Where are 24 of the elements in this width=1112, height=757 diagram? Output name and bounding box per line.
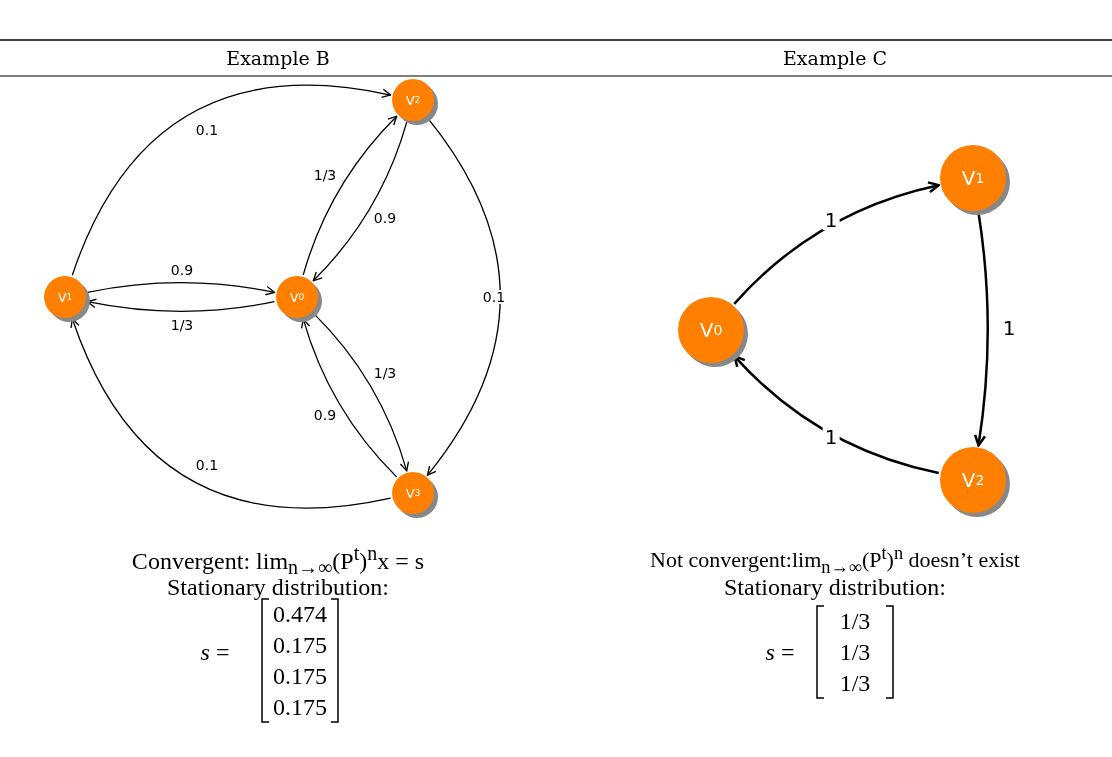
arrow xyxy=(312,121,408,282)
edge-label: 0.9 xyxy=(311,408,339,422)
caption-text: s = xyxy=(765,638,795,666)
edge-label: 0.9 xyxy=(371,211,399,225)
arrow xyxy=(733,181,940,305)
edge-label: 1 xyxy=(822,427,840,447)
caption-text: 0.175 xyxy=(273,662,327,690)
arrow xyxy=(71,84,392,276)
caption-text: 0.474 xyxy=(273,600,327,628)
edge-label: 0.9 xyxy=(168,263,196,277)
arrow xyxy=(733,354,939,475)
column-header: Example C xyxy=(783,47,887,69)
arrow xyxy=(70,318,392,509)
caption-text: 1/3 xyxy=(839,669,871,697)
arrow xyxy=(302,115,398,276)
caption-text: 1/3 xyxy=(839,638,871,666)
column-header: Example B xyxy=(226,47,330,69)
caption-text: s = xyxy=(200,638,230,666)
edge-label: 1 xyxy=(822,210,840,230)
caption-text: 0.175 xyxy=(273,631,327,659)
caption-text: 0.175 xyxy=(273,693,327,721)
arrow xyxy=(973,212,989,447)
caption-text: 1/3 xyxy=(839,607,871,635)
arrow xyxy=(86,282,276,296)
